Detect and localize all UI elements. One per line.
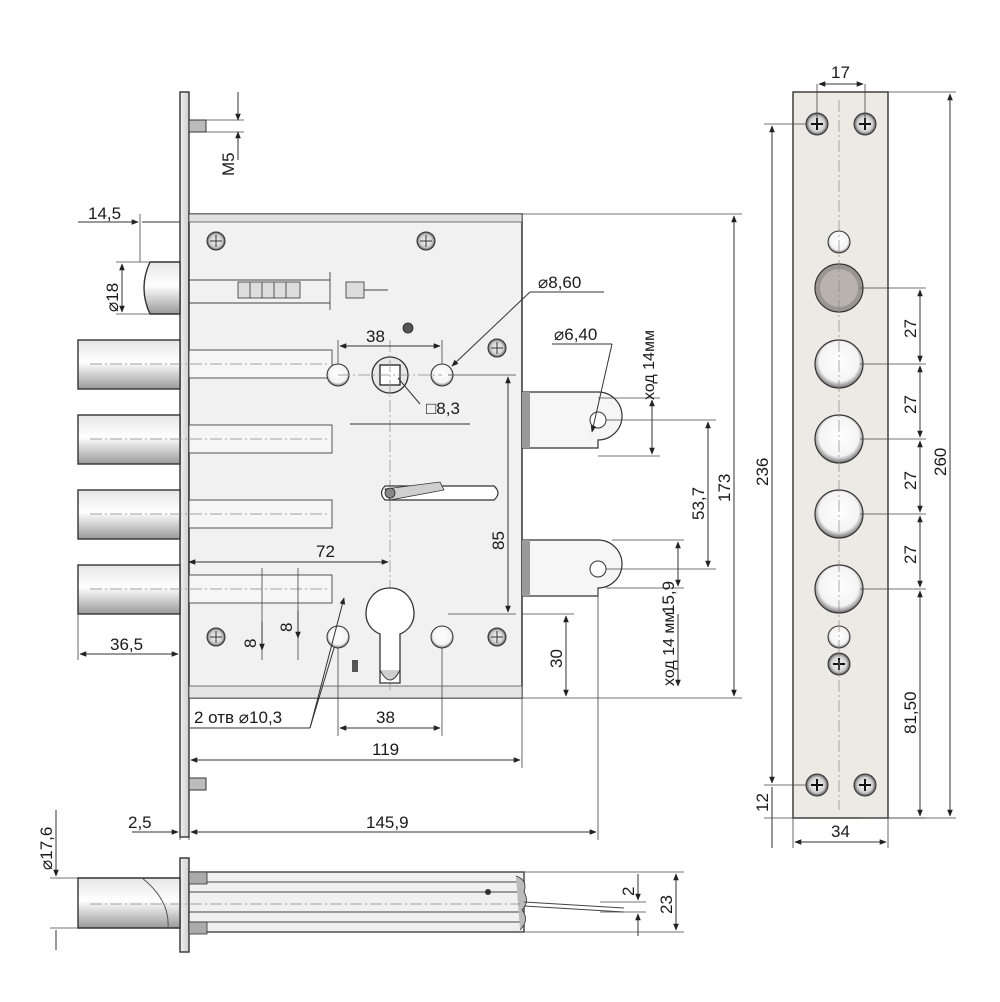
bottom-view-faceplate (179, 857, 190, 953)
dim-145-9: 145,9 (366, 813, 409, 832)
dead-bolts (77, 339, 333, 615)
front-view (77, 91, 623, 838)
bottom-view-dimensions: ⌀17,6 2 23 (37, 810, 684, 950)
lock-body-top-rib (188, 213, 523, 223)
dim-m5: M5 (219, 152, 238, 176)
body-screw-holes (206, 231, 507, 647)
dim-36-5: 36,5 (110, 635, 143, 654)
dim-17: 17 (831, 63, 850, 82)
dim-2-holes-10-3: 2 отв ⌀10,3 (194, 708, 282, 727)
dim-38-bottom: 38 (376, 708, 395, 727)
latch-bolt (143, 261, 181, 315)
dim-81-50: 81,50 (901, 691, 920, 734)
cylinder-cutout (365, 587, 415, 684)
dim-119: 119 (372, 740, 399, 759)
dim-236: 236 (753, 458, 772, 486)
bottom-view (77, 857, 625, 953)
dim-dia-18: ⌀18 (103, 283, 122, 312)
dim-27-b: 27 (901, 395, 920, 414)
strike-plate (792, 91, 889, 819)
bottom-screw-stub (188, 777, 207, 791)
dim-square-8-3: □8,3 (426, 399, 460, 418)
cylinder-hole-left (326, 625, 350, 649)
top-screw-stub (188, 119, 207, 133)
dim-2: 2 (619, 887, 638, 896)
cylinder-hole-right (430, 625, 454, 649)
dim-27-c: 27 (901, 471, 920, 490)
dead-bolt-3 (77, 489, 181, 540)
dim-38-top: 38 (366, 327, 385, 346)
faceplate (179, 91, 190, 838)
bottom-view-latch (77, 877, 181, 929)
dim-dia-17-6: ⌀17,6 (37, 827, 56, 870)
bottom-view-body (188, 871, 525, 933)
dead-bolt-2 (77, 414, 181, 465)
dim-2-5: 2,5 (128, 813, 152, 832)
dim-14-5: 14,5 (88, 204, 121, 223)
latch-stop (345, 281, 365, 299)
dim-15-9: 15,9 (659, 581, 678, 614)
strike-plate-dimensions: 17 27 27 27 27 81,50 260 236 12 (753, 63, 956, 848)
dead-bolt-1 (77, 339, 181, 390)
dim-8-b: 8 (277, 623, 296, 632)
dim-8-a: 8 (241, 639, 260, 648)
dim-stroke-14-bottom: ход 14 мм. (661, 607, 678, 686)
dim-23: 23 (657, 895, 676, 914)
dead-bolt-4 (77, 564, 181, 615)
dim-stroke-14-top: ход 14мм (641, 330, 658, 400)
dim-12: 12 (753, 793, 772, 812)
dim-dia-6-40: ⌀6,40 (554, 325, 597, 344)
dim-85: 85 (489, 531, 508, 550)
dim-27-a: 27 (901, 319, 920, 338)
lock-body-bottom-rib (188, 685, 523, 699)
dim-27-d: 27 (901, 545, 920, 564)
dim-173: 173 (715, 474, 734, 502)
dim-53-7: 53,7 (689, 487, 708, 520)
strike-tongue-lower (521, 539, 623, 597)
dim-dia-8-60: ⌀8,60 (538, 273, 581, 292)
latch-spring-block (237, 281, 301, 299)
dim-72: 72 (316, 542, 335, 561)
dim-30: 30 (547, 649, 566, 668)
front-dimensions: M5 14,5 ⌀18 ⌀8,60 38 □8,3 ⌀6,40 ход 14мм (77, 92, 742, 840)
dim-260: 260 (931, 448, 950, 476)
dim-34: 34 (831, 822, 850, 841)
